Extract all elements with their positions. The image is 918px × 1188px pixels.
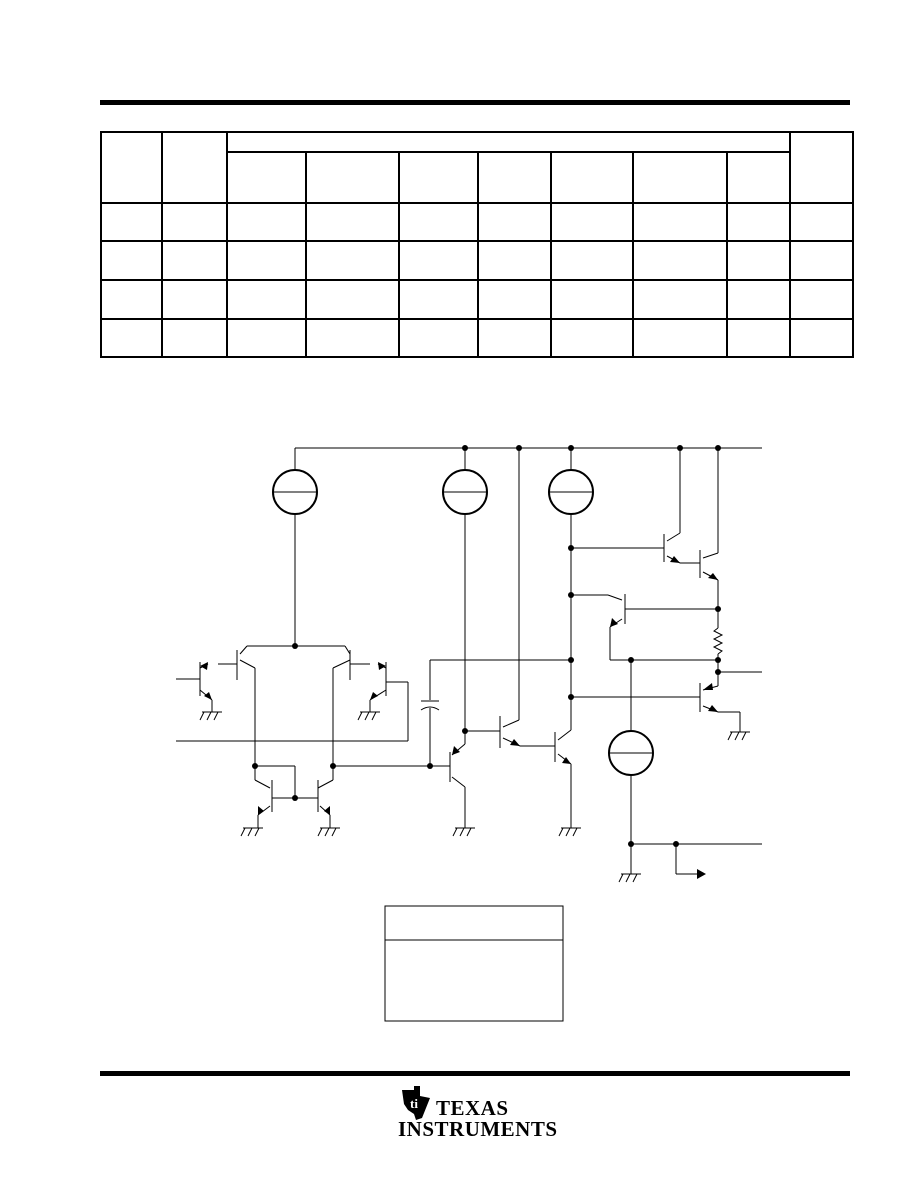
table-grid [100, 131, 854, 358]
svg-text:ti: ti [410, 1096, 418, 1111]
current-source-3 [548, 469, 594, 515]
texas-instruments-logo: ti TEXAS INSTRUMENTS [396, 1084, 558, 1144]
current-source-2 [442, 469, 488, 515]
current-source-1 [272, 469, 318, 515]
header-rule [100, 100, 850, 105]
logo-line-1: TEXAS [436, 1096, 509, 1120]
current-source-4 [608, 730, 654, 776]
logo-line-2: INSTRUMENTS [398, 1117, 558, 1141]
footer-rule [100, 1071, 850, 1076]
ti-state-icon: ti [402, 1086, 430, 1120]
legend-box [384, 905, 564, 1022]
specification-table [0, 0, 918, 380]
